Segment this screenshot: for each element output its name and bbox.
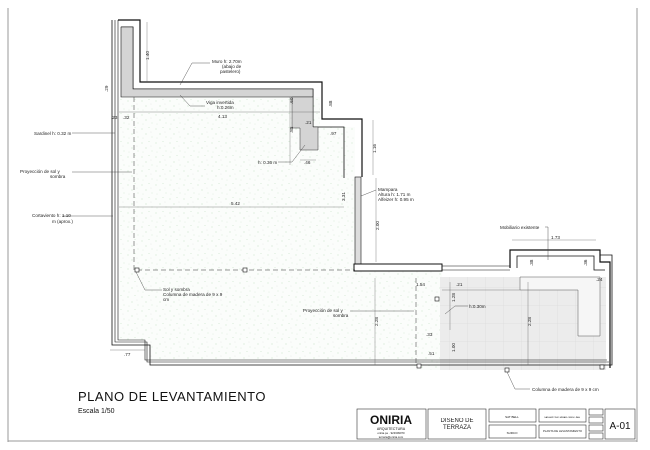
title-block: [356, 408, 636, 440]
address: SAN ANTONIO MIRAFLORES LIMA: [544, 416, 580, 419]
proyeccion-right-label-1: Proyección de sol y: [303, 308, 344, 313]
dim-2-00: 2.00: [375, 221, 380, 230]
muro-label-1: Muro h: 2.70m: [212, 59, 242, 64]
dim-88b: .88: [328, 100, 333, 107]
sol-sombra-label-2: Columna de madera de 9 x 9: [163, 292, 223, 297]
dim-21a: .21: [305, 120, 312, 125]
sheet-frame: [7, 8, 638, 442]
columna-label: Columna de madera de 9 x 9 cm: [532, 387, 599, 392]
dim-23: .23: [111, 115, 118, 120]
oniria-logo: ONIRIA: [370, 413, 412, 427]
mampara-label-2: Altura h: 1.71 m: [378, 192, 411, 197]
dim-1-28: 1.28: [451, 293, 456, 302]
dim-32: .32: [123, 115, 130, 120]
dim-1-16: 1.16: [372, 144, 377, 153]
walls: [111, 19, 613, 368]
proyeccion-left-label-1: Proyección de sol y: [20, 169, 61, 174]
proyeccion-right-label-2: sombra: [333, 313, 349, 318]
dim-29: .29: [104, 85, 109, 92]
dim-2-28a: 2.28: [374, 317, 379, 326]
annotations: Muro h: 2.70m (abajo de pastelero) Viga …: [20, 59, 599, 392]
drawing-scale: Escala 1/50: [78, 408, 115, 415]
dim-33: .33: [426, 332, 433, 337]
leader-lines: [62, 62, 549, 390]
dim-51: .51: [428, 351, 435, 356]
dim-2-28b: 2.28: [527, 317, 532, 326]
dim-46: .46: [304, 160, 311, 165]
sol-sombra-label-1: Sol y sombra: [163, 287, 190, 292]
dim-1-00: 1.00: [451, 343, 456, 352]
viga-label-1: Viga invertida: [206, 100, 234, 105]
district: SURCO: [507, 431, 519, 435]
dim-60: .60: [289, 97, 294, 104]
muro-label-3: pastelero): [220, 69, 241, 74]
sol-sombra-label-3: cm: [163, 297, 169, 302]
dim-5-42: 5.42: [231, 201, 240, 206]
proyeccion-left-label-2: sombra: [50, 174, 66, 179]
h030-label: h:0.30m: [469, 304, 486, 309]
dim-21b: .21: [456, 282, 463, 287]
sardinel-label: Sardinel h: 0.32 m: [34, 131, 71, 136]
mampara-label-1: Mampara: [378, 187, 398, 192]
mampara-label-3: Alfeizer h: 0.95 m: [378, 197, 414, 202]
dim-77: .77: [124, 352, 131, 357]
dim-1-73: 1.73: [551, 235, 560, 240]
terrace-floor: [119, 97, 442, 370]
dimension-texts: 1.40 .29 .23 .32 4.13 .60 .88 .88 .21 .9…: [104, 51, 603, 357]
cortaviento-label-2: m (aprox.): [52, 219, 73, 224]
h036-label: h: 0.36 m: [258, 160, 277, 165]
dim-97: .97: [330, 131, 337, 136]
sheet-name: PLANTA DE LEVANTAMIENTO: [542, 429, 583, 433]
sheet-number: A-01: [609, 421, 631, 432]
drawing-title: PLANO DE LEVANTAMIENTO: [78, 389, 266, 404]
dim-36: .36: [583, 259, 588, 266]
contact-line-1: oniria.pe · 923309070: [377, 431, 405, 435]
dim-1-40: 1.40: [145, 51, 150, 60]
client: SAT BELL: [505, 415, 519, 419]
projection-lines: [133, 97, 417, 365]
dimension-lines: [110, 22, 596, 365]
project-name: DISEÑO DE TERRAZA: [440, 418, 474, 431]
dim-3-31: 3.31: [341, 192, 346, 201]
dim-1-54: 1.54: [416, 282, 425, 287]
dim-38: .38: [529, 259, 534, 266]
mobiliario-label: Mobiliario existente: [500, 225, 540, 230]
contact-line-2: terraza@oniria.com: [379, 435, 404, 439]
oniria-logo-sub: ARQUITECTURA: [377, 427, 406, 431]
dim-88a: .88: [289, 126, 294, 133]
dim-24: .24: [596, 277, 603, 282]
muro-label-2: (abajo de: [222, 64, 242, 69]
viga-label-2: h:0.26m: [217, 105, 234, 110]
cortaviento-label-1: Cortaviento h: 1.10: [32, 213, 71, 218]
dim-4-13: 4.13: [218, 114, 227, 119]
